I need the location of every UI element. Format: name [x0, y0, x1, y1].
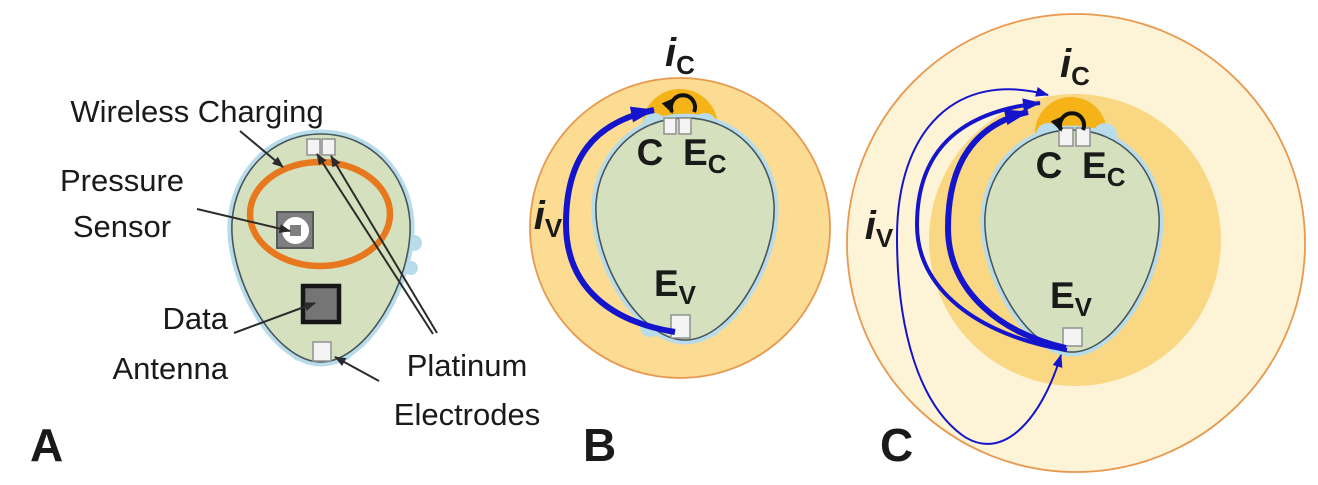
platinum-electrodes-a [306, 138, 336, 362]
label-platinum-line1: Platinum [406, 348, 528, 383]
ec-subscript-c: C [1106, 162, 1126, 192]
corneal-current-loop-c [1050, 111, 1086, 132]
ev-symbol-c: E [1049, 275, 1075, 316]
vitreous-current-arrows-c [895, 86, 1068, 445]
ec-symbol-b: E [683, 132, 708, 173]
label-pressure-line1: Pressure [59, 163, 185, 198]
ic-symbol-c: i [1060, 42, 1072, 86]
label-iv-c: iV [848, 206, 910, 258]
corneal-current-loop-b [661, 93, 697, 114]
label-platinum-line2: Electrodes [393, 397, 541, 432]
current-path-outer-thin [895, 86, 1063, 445]
ec-symbol-c: E [1082, 145, 1107, 186]
panel-letter-b: B [583, 419, 617, 471]
label-platinum-electrodes: Platinum Electrodes [372, 341, 562, 439]
pressure-sensor-pointer [196, 208, 291, 233]
panel-a-graphic [196, 130, 438, 382]
pointer-arrows [196, 130, 438, 382]
electrode-pointer-top-1 [316, 153, 434, 335]
ic-symbol-b: i [665, 31, 677, 75]
current-path-inner-thick [944, 109, 1067, 351]
label-pressure-sensor: Pressure Sensor [38, 158, 206, 250]
electrode-pointer-top-2 [330, 155, 438, 334]
panel-c-graphic [846, 13, 1306, 473]
data-antenna-pointer [233, 302, 316, 334]
panel-b-graphic [529, 77, 831, 379]
device-body-shape [231, 133, 411, 363]
ev-symbol-b: E [653, 263, 679, 304]
platinum-electrodes-b [663, 117, 692, 339]
label-ic-b: iC [645, 33, 715, 85]
label-wireless-charging: Wireless Charging [46, 89, 348, 135]
platinum-electrodes-c [1058, 127, 1091, 347]
label-data-line2: Antenna [112, 351, 229, 386]
panel-letter-a: A [30, 419, 64, 471]
vitreous-current-arrow-b [562, 106, 676, 335]
label-wireless-charging-text: Wireless Charging [70, 94, 324, 129]
ec-subscript-b: C [707, 149, 727, 179]
iv-symbol-c: i [864, 204, 876, 248]
label-ev-electrode-b: EV [645, 264, 705, 315]
current-path-middle [914, 98, 1068, 352]
ic-subscript-b: C [676, 50, 695, 80]
label-data-line1: Data [162, 301, 228, 336]
label-ec-electrode-b: EC [683, 133, 726, 184]
label-pressure-line2: Sensor [72, 209, 172, 244]
label-iv-b: iV [518, 196, 578, 248]
ic-subscript-c: C [1071, 61, 1090, 91]
iv-symbol-b: i [533, 194, 545, 238]
panel-letter-c: C [880, 419, 914, 471]
ev-subscript-c: V [1074, 292, 1093, 322]
iv-subscript-b: V [544, 213, 563, 243]
label-ev-electrode-c: EV [1041, 276, 1101, 327]
wireless-charging-pointer [239, 130, 284, 168]
label-c-electrode-b: C [636, 132, 664, 173]
ev-subscript-b: V [678, 280, 697, 310]
electrode-pointer-bottom [334, 356, 380, 382]
iv-subscript-c: V [875, 223, 894, 253]
label-ic-c: iC [1040, 44, 1110, 96]
data-antenna-icon [300, 283, 342, 325]
label-ec-electrode-c: EC [1082, 146, 1125, 197]
label-c-electrode-c: C [1035, 145, 1063, 186]
label-data-antenna: Data Antenna [60, 294, 229, 394]
